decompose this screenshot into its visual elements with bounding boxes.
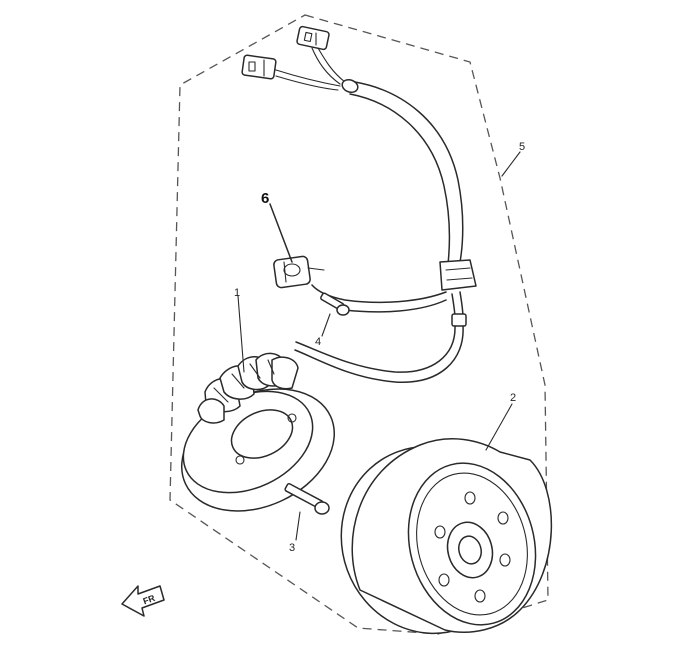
screw-part-4 bbox=[320, 292, 350, 316]
connector-upper bbox=[296, 25, 330, 51]
leader-part-3 bbox=[295, 511, 301, 541]
connector-left bbox=[241, 54, 277, 80]
callout-5: 5 bbox=[519, 141, 525, 153]
front-direction-arrow-icon: FR bbox=[121, 585, 165, 617]
direction-arrow-label: FR bbox=[142, 593, 157, 607]
stator-windings bbox=[197, 352, 299, 424]
callout-3: 3 bbox=[289, 542, 295, 554]
callout-4: 4 bbox=[315, 336, 321, 348]
leader-part-1 bbox=[237, 295, 245, 373]
leader-part-2 bbox=[485, 403, 513, 451]
screw-part-3 bbox=[284, 483, 330, 515]
stator-assembly bbox=[180, 352, 336, 512]
rotor-flywheel bbox=[340, 438, 553, 635]
leader-part-4 bbox=[321, 313, 331, 337]
leader-part-5 bbox=[501, 151, 521, 177]
callout-1: 1 bbox=[234, 287, 240, 299]
pickup-coil bbox=[273, 255, 325, 289]
wire-harness bbox=[241, 25, 477, 383]
callout-6: 6 bbox=[261, 190, 269, 207]
leader-part-6 bbox=[269, 203, 293, 263]
assembly-boundary bbox=[169, 14, 549, 635]
callout-2: 2 bbox=[510, 392, 516, 404]
